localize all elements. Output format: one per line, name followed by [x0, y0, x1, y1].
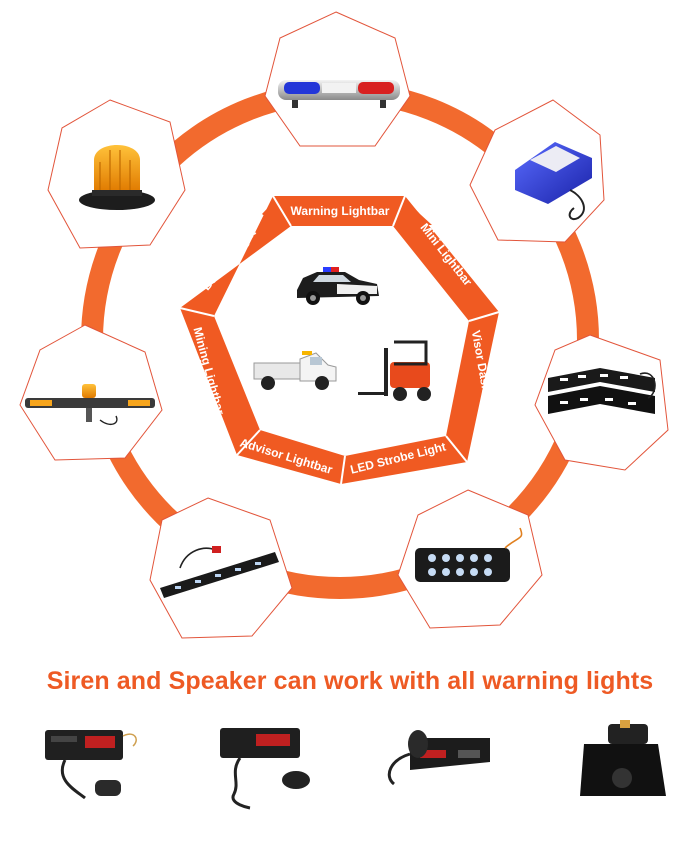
siren-headline: Siren and Speaker can work with all warn…: [46, 667, 654, 695]
node-advisor-lightbar: [149, 497, 293, 639]
node-mini-lightbar: [469, 99, 605, 243]
node-warning-lightbar: [264, 11, 411, 147]
node-mining-lightbar: [19, 324, 163, 461]
police-lightbar-icon: [278, 80, 400, 108]
speaker-horn-icon: [580, 720, 666, 796]
pickup-truck-icon: [253, 351, 337, 390]
node-beacon-light: [47, 99, 186, 249]
siren-with-microphone-icon: [220, 728, 310, 810]
forklift-icon: [358, 340, 431, 401]
siren-box-icon: [387, 730, 490, 786]
led-strobe-light-icon: [415, 527, 523, 582]
visor-dash-light-icon: [548, 368, 656, 414]
siren-controller-icon: [45, 730, 137, 800]
police-car-icon: [297, 267, 379, 305]
label-warning-lightbar: Warning Lightbar: [291, 204, 390, 218]
node-led-strobe-light: [397, 489, 543, 629]
segment-dividers: [179, 195, 500, 485]
node-visor-dash-light: [534, 334, 669, 471]
center-heptagon-band: [180, 196, 499, 484]
amber-beacon-icon: [79, 145, 155, 210]
mining-lightbar-icon: [25, 384, 155, 426]
mini-lightbar-icon: [515, 142, 592, 220]
advisor-lightbar-icon: [160, 546, 279, 598]
